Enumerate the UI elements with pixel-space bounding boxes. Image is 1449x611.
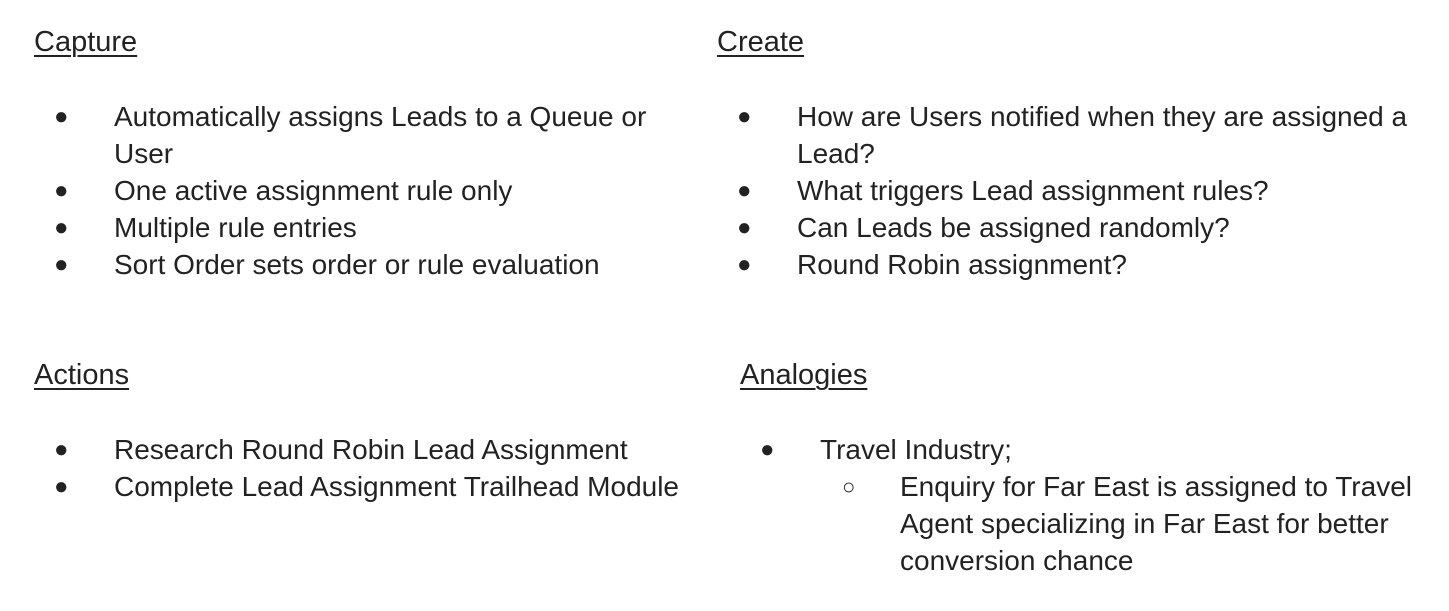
capture-section: Capture ● Automatically assigns Leads to… [34,24,684,283]
bullet-icon: ● [54,251,69,278]
bullet-icon: ● [54,473,69,500]
list-item: ● One active assignment rule only [34,172,684,209]
sub-list-item: ○ Enquiry for Far East is assigned to Tr… [820,468,1420,579]
list-item-text: Round Robin assignment? [797,249,1127,280]
bullet-icon: ● [54,436,69,463]
bullet-icon: ● [54,103,69,130]
actions-list: ● Research Round Robin Lead Assignment ●… [34,431,684,505]
analogies-sub-list: ○ Enquiry for Far East is assigned to Tr… [820,468,1420,579]
list-item-text: What triggers Lead assignment rules? [797,175,1269,206]
list-item: ● Can Leads be assigned randomly? [717,209,1417,246]
hollow-bullet-icon: ○ [842,474,856,499]
bullet-icon: ● [737,251,752,278]
list-item-text: How are Users notified when they are ass… [797,101,1408,169]
actions-section: Actions ● Research Round Robin Lead Assi… [34,357,684,505]
bullet-icon: ● [737,214,752,241]
bullet-icon: ● [54,214,69,241]
list-item-text: Sort Order sets order or rule evaluation [114,249,600,280]
list-item: ● Complete Lead Assignment Trailhead Mod… [34,468,684,505]
list-item-text: Complete Lead Assignment Trailhead Modul… [114,471,680,502]
capture-list: ● Automatically assigns Leads to a Queue… [34,98,684,283]
create-list: ● How are Users notified when they are a… [717,98,1417,283]
bullet-icon: ● [737,177,752,204]
bullet-icon: ● [54,177,69,204]
analogies-section: Analogies ● Travel Industry; ○ Enquiry f… [740,357,1420,579]
create-heading: Create [717,26,805,58]
analogies-heading: Analogies [740,359,868,391]
list-item: ● Travel Industry; ○ Enquiry for Far Eas… [740,431,1420,579]
bullet-icon: ● [737,103,752,130]
list-item: ● Automatically assigns Leads to a Queue… [34,98,684,172]
list-item-text: Research Round Robin Lead Assignment [114,434,628,465]
list-item: ● How are Users notified when they are a… [717,98,1417,172]
list-item: ● Research Round Robin Lead Assignment [34,431,684,468]
list-item-text: Travel Industry; [820,434,1012,465]
analogies-list: ● Travel Industry; ○ Enquiry for Far Eas… [740,431,1420,579]
list-item: ● Sort Order sets order or rule evaluati… [34,246,684,283]
list-item: ● What triggers Lead assignment rules? [717,172,1417,209]
capture-heading: Capture [34,26,138,58]
list-item-text: Automatically assigns Leads to a Queue o… [114,101,647,169]
actions-heading: Actions [34,359,130,391]
list-item-text: Multiple rule entries [114,212,357,243]
list-item-text: One active assignment rule only [114,175,513,206]
list-item: ● Multiple rule entries [34,209,684,246]
list-item-text: Can Leads be assigned randomly? [797,212,1230,243]
bullet-icon: ● [760,436,775,463]
list-item: ● Round Robin assignment? [717,246,1417,283]
sub-list-item-text: Enquiry for Far East is assigned to Trav… [900,471,1412,576]
create-section: Create ● How are Users notified when the… [717,24,1417,283]
